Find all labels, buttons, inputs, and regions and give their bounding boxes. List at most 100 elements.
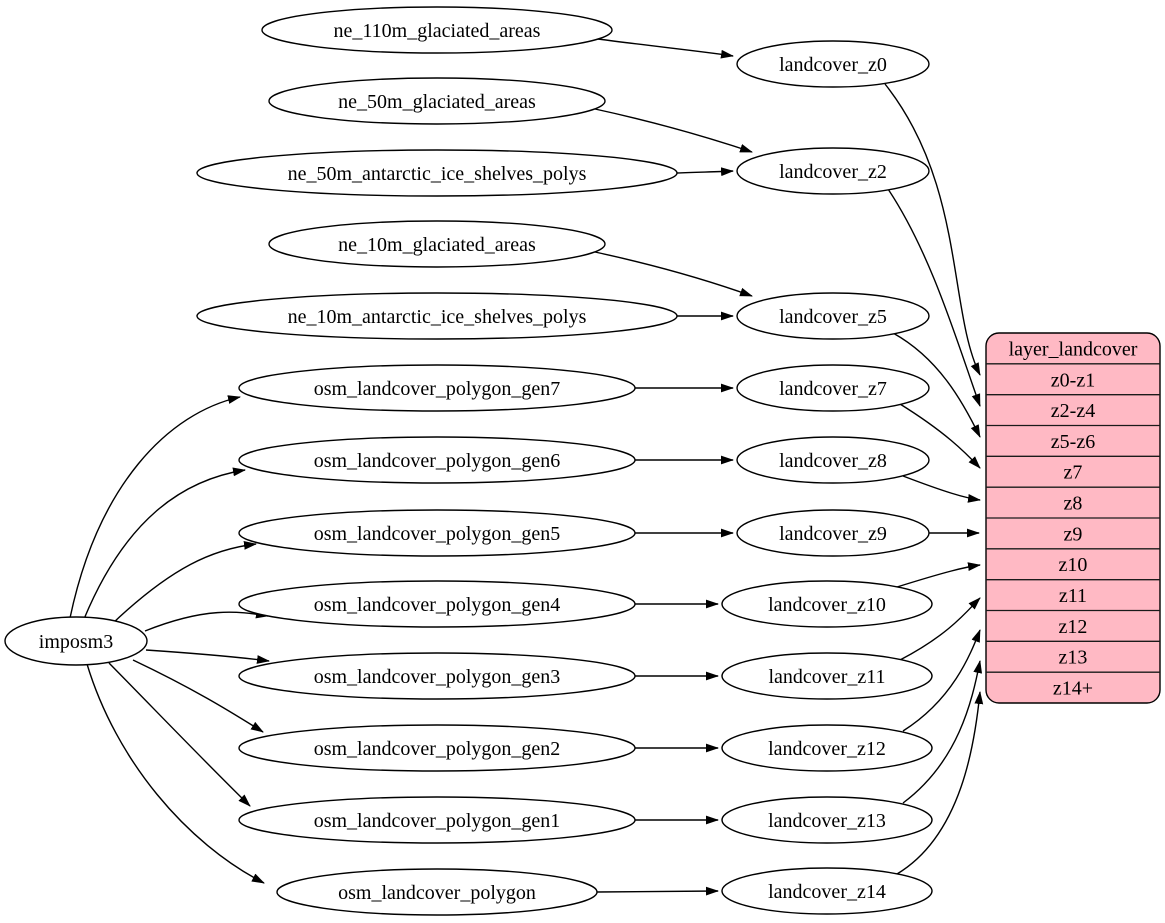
node-label: ne_50m_antarctic_ice_shelves_polys (288, 163, 587, 185)
node-osm-landcover-polygon-gen5: osm_landcover_polygon_gen5 (238, 509, 636, 557)
node-osm-landcover-polygon-gen4: osm_landcover_polygon_gen4 (238, 580, 636, 628)
node-label: ne_10m_antarctic_ice_shelves_polys (288, 306, 587, 328)
edge-imposm3-gen1 (108, 662, 251, 807)
node-ellipse (736, 509, 930, 557)
node-label: osm_landcover_polygon (338, 882, 536, 904)
node-landcover-z13: landcover_z13 (721, 796, 933, 844)
edge-z10-row (896, 562, 981, 588)
edge-imposm3-gen3 (145, 649, 270, 664)
edge-ne10-z5 (594, 251, 753, 297)
edge-poly-z14 (596, 886, 719, 896)
node-osm-landcover-polygon-gen2: osm_landcover_polygon_gen2 (238, 724, 636, 772)
node-ellipse (238, 509, 636, 557)
node-label: osm_landcover_polygon_gen7 (314, 378, 561, 400)
node-landcover-z5: landcover_z5 (736, 292, 930, 340)
node-osm-landcover-polygon-gen7: osm_landcover_polygon_gen7 (238, 364, 636, 412)
node-landcover-z12: landcover_z12 (721, 724, 933, 772)
node-ellipse (261, 6, 613, 54)
node-ellipse (238, 580, 636, 628)
node-ellipse (238, 364, 636, 412)
node-label: osm_landcover_polygon_gen3 (314, 666, 561, 688)
node-ellipse (268, 77, 606, 125)
node-label: osm_landcover_polygon_gen4 (314, 594, 561, 616)
node-label: landcover_z5 (779, 306, 887, 328)
node-landcover-z2: landcover_z2 (736, 147, 930, 195)
node-osm-landcover-polygon-gen1: osm_landcover_polygon_gen1 (238, 796, 636, 844)
node-label: osm_landcover_polygon_gen1 (314, 810, 561, 832)
record-row-z13: z13 (1059, 647, 1088, 669)
node-ellipse (196, 149, 678, 197)
edge-z0-row (884, 83, 981, 376)
record-row-z2-z4: z2-z4 (1051, 400, 1095, 422)
edge-imposm3-gen7 (69, 395, 241, 619)
node-label: landcover_z14 (768, 881, 886, 903)
node-label: imposm3 (39, 631, 113, 653)
edge-z2-row (887, 188, 981, 407)
node-ellipse (736, 292, 930, 340)
node-ellipse (721, 796, 933, 844)
node-label: landcover_z10 (768, 594, 886, 616)
node-landcover-z11: landcover_z11 (721, 652, 933, 700)
node-ellipse (721, 652, 933, 700)
node-label: ne_10m_glaciated_areas (338, 234, 536, 256)
edge-z14-row (896, 691, 984, 875)
edge-imposm3-gen4 (144, 609, 269, 632)
node-ellipse (721, 580, 933, 628)
edge-ne50-z2 (594, 108, 753, 153)
node-ellipse (736, 40, 930, 88)
node-landcover-z14: landcover_z14 (721, 867, 933, 915)
node-landcover-z8: landcover_z8 (736, 436, 930, 484)
edge-imposm3-gen5 (111, 541, 257, 625)
record-row-z10: z10 (1059, 554, 1088, 576)
node-ne-50m-antarctic-ice-shelves-polys: ne_50m_antarctic_ice_shelves_polys (196, 149, 678, 197)
record-row-z12: z12 (1059, 616, 1088, 638)
edge-z5-row (892, 332, 981, 438)
node-imposm3: imposm3 (4, 616, 148, 666)
record-row-z9: z9 (1064, 523, 1083, 545)
node-ellipse (736, 147, 930, 195)
record-title: layer_landcover (1009, 338, 1138, 360)
edge-ne110-z0 (597, 38, 734, 59)
node-ellipse (196, 292, 678, 340)
record-row-z7: z7 (1064, 462, 1083, 484)
edge-z7-row (899, 403, 981, 469)
node-landcover-z10: landcover_z10 (721, 580, 933, 628)
node-ellipse (238, 652, 636, 700)
node-label: landcover_z7 (779, 378, 887, 400)
node-ellipse (238, 436, 636, 484)
node-osm-landcover-polygon: osm_landcover_polygon (276, 868, 598, 916)
node-label: osm_landcover_polygon_gen6 (314, 450, 561, 472)
edge-imposm3-gen6 (83, 467, 246, 620)
node-osm-landcover-polygon-gen6: osm_landcover_polygon_gen6 (238, 436, 636, 484)
node-label: landcover_z0 (779, 54, 887, 76)
node-label: ne_110m_glaciated_areas (334, 20, 541, 42)
edge-z12-row (902, 629, 981, 732)
edge-ne50ant-z2 (676, 167, 734, 177)
edge-z13-row (902, 660, 983, 804)
node-ellipse (4, 616, 148, 666)
node-label: landcover_z13 (768, 810, 886, 832)
node-label: landcover_z2 (779, 161, 887, 183)
node-landcover-z0: landcover_z0 (736, 40, 930, 88)
edge-imposm3-poly (86, 663, 265, 884)
node-ellipse (736, 436, 930, 484)
node-label: osm_landcover_polygon_gen2 (314, 738, 561, 760)
node-ellipse (721, 867, 933, 915)
node-label: osm_landcover_polygon_gen5 (314, 523, 561, 545)
node-ne-110m-glaciated-areas: ne_110m_glaciated_areas (261, 6, 613, 54)
node-ellipse (268, 220, 606, 268)
record-layer-landcover: layer_landcover z0-z1 z2-z4 z5-z6 z7 z8 … (985, 332, 1161, 704)
record-row-z8: z8 (1064, 493, 1083, 515)
node-label: landcover_z9 (779, 523, 887, 545)
edge-z11-row (899, 597, 981, 661)
edge-layer (69, 38, 984, 896)
edge-imposm3-gen2 (132, 659, 264, 733)
node-label: ne_50m_glaciated_areas (338, 91, 536, 113)
node-ellipse (276, 868, 598, 916)
node-osm-landcover-polygon-gen3: osm_landcover_polygon_gen3 (238, 652, 636, 700)
node-ne-50m-glaciated-areas: ne_50m_glaciated_areas (268, 77, 606, 125)
node-label: landcover_z12 (768, 738, 886, 760)
edge-z8-row (902, 475, 981, 503)
